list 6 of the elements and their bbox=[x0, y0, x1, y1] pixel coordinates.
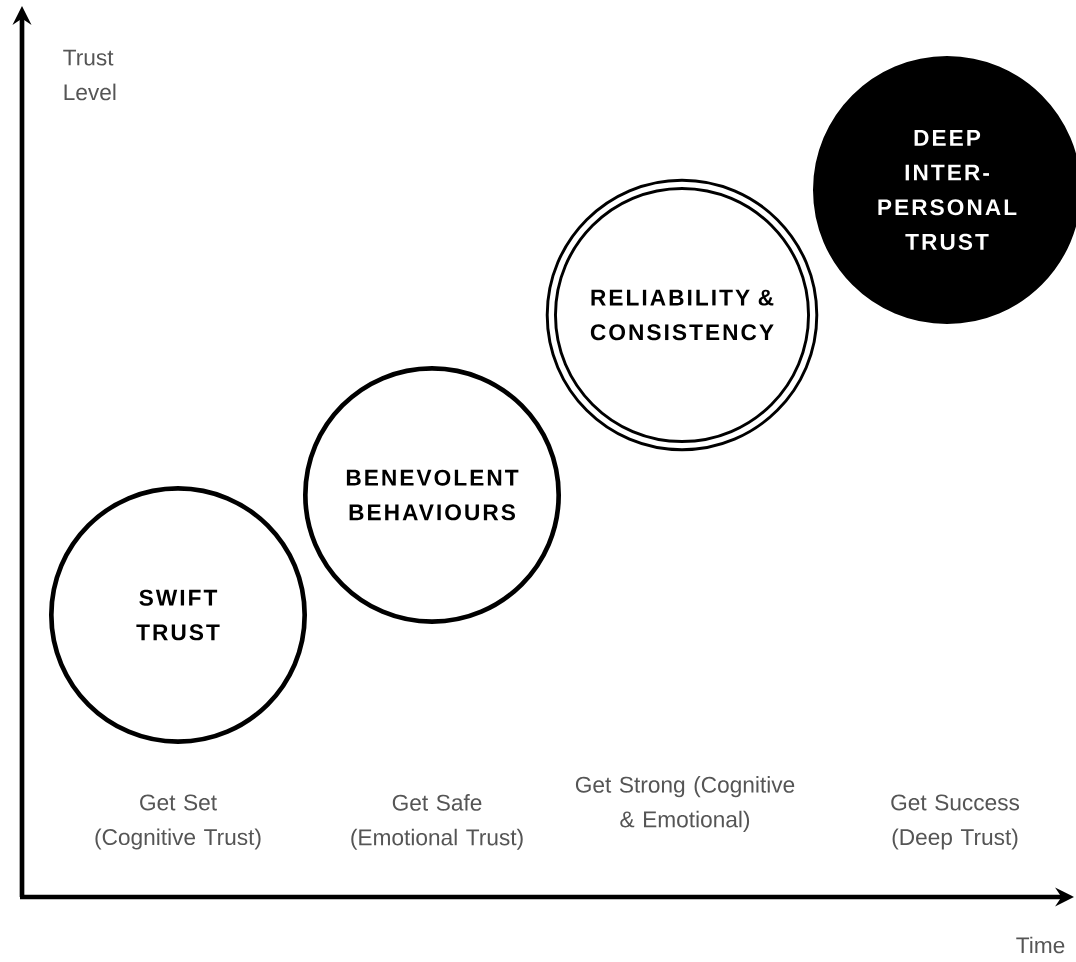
stage-label: Get Set (Cognitive Trust) bbox=[95, 794, 261, 850]
stage-label: Get Success (Deep Trust) bbox=[891, 794, 1020, 850]
axis-label: Trust Level bbox=[63, 49, 116, 101]
stage-label: Get Safe (Emotional Trust) bbox=[351, 794, 523, 850]
stage-label: Get Strong (Cognitive & Emotional) bbox=[575, 776, 795, 832]
axis-label: Time bbox=[1016, 936, 1065, 954]
